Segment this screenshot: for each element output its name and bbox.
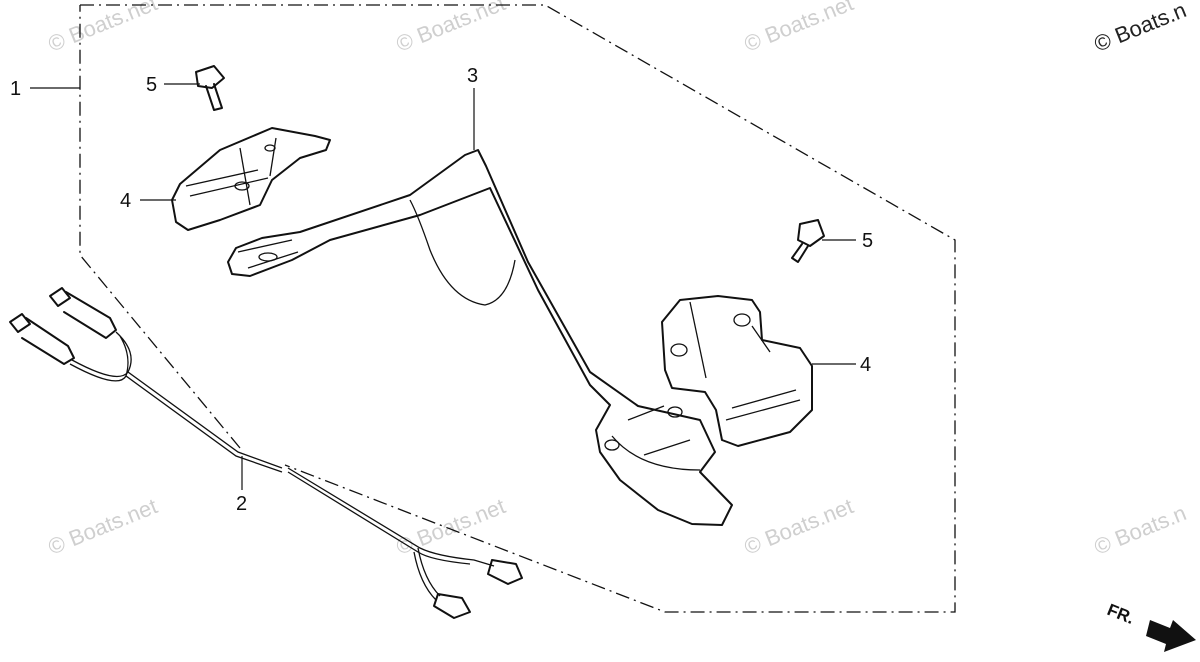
callout-5-right: 5 (862, 230, 873, 252)
front-label: FR. (1105, 600, 1138, 628)
watermark: © Boats.net (741, 493, 857, 559)
front-direction-indicator: FR. (1105, 600, 1196, 652)
callout-2: 2 (236, 493, 247, 515)
bolt-right (791, 219, 825, 263)
callout-4-lower: 4 (860, 354, 871, 376)
watermark: © Boats.net (393, 0, 509, 57)
watermark: © Boats.n (1091, 0, 1190, 57)
holder-upper (171, 127, 331, 231)
callout-5-upper: 5 (146, 74, 157, 96)
wire-harness (9, 287, 523, 619)
callout-1: 1 (10, 78, 21, 100)
holder-lower (661, 295, 813, 447)
bolt-upper (195, 65, 225, 111)
watermark: © Boats.net (741, 0, 857, 57)
bracket-stay (227, 149, 733, 526)
watermark: © Boats.n (1091, 500, 1190, 559)
arrow-right-icon (1146, 620, 1196, 652)
leader-lines (30, 83, 856, 490)
watermark: © Boats.net (45, 0, 161, 57)
watermark: © Boats.net (45, 493, 161, 559)
callout-3: 3 (467, 65, 478, 87)
callout-4-upper: 4 (120, 190, 131, 212)
watermark: © Boats.net (393, 493, 509, 559)
